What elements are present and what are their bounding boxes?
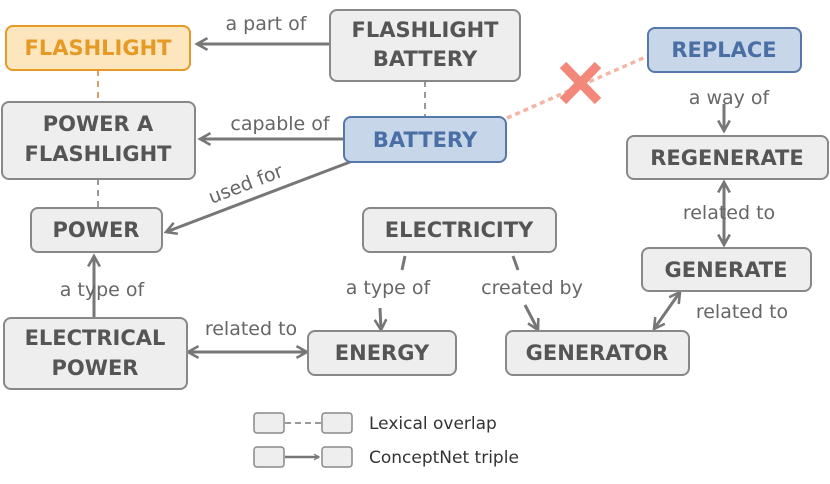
node-electrical-power: ELECTRICAL POWER — [3, 317, 188, 390]
legend-conceptnet-triple: ConceptNet triple — [253, 446, 519, 468]
edge-label-a-part-of: a part of — [225, 13, 307, 35]
node-label: BATTERY — [373, 128, 478, 152]
edge-created-by-top — [511, 255, 520, 271]
edge-created-by — [523, 304, 538, 330]
rejected-overlap-battery-replace — [506, 53, 651, 120]
legend: Lexical overlap ConceptNet triple — [253, 412, 519, 468]
node-label: GENERATE — [665, 258, 788, 282]
node-label: POWER — [53, 218, 140, 242]
node-label: FLASHLIGHT — [351, 18, 499, 42]
node-label: GENERATOR — [526, 341, 669, 365]
node-power-a-flashlight: POWER A FLASHLIGHT — [1, 101, 196, 180]
node-label: REGENERATE — [650, 146, 803, 170]
edge-label-a-type-of-energy: a type of — [346, 277, 432, 299]
legend-lexical-overlap: Lexical overlap — [253, 412, 497, 434]
edge-used-for — [166, 160, 351, 232]
node-label: ENERGY — [335, 341, 430, 365]
node-battery: BATTERY — [343, 116, 507, 163]
edge-label-created-by: created by — [481, 277, 583, 299]
edge-label-related-to-generator: related to — [696, 301, 788, 323]
node-label: POWER A — [43, 112, 154, 136]
node-electricity: ELECTRICITY — [362, 207, 557, 253]
node-label: FLASHLIGHT — [24, 142, 172, 166]
edge-a-type-of-energy — [380, 307, 381, 330]
edge-related-to-generator — [654, 292, 680, 329]
edge-a-type-of-energy-top — [400, 255, 407, 271]
node-label: ELECTRICITY — [385, 218, 534, 242]
node-label: BATTERY — [373, 47, 478, 71]
node-generate: GENERATE — [641, 247, 812, 292]
node-energy: ENERGY — [307, 330, 457, 376]
node-power: POWER — [30, 207, 163, 253]
node-replace: REPLACE — [647, 27, 802, 73]
node-flashlight: FLASHLIGHT — [5, 25, 191, 71]
legend-label: Lexical overlap — [369, 414, 497, 434]
cross-icon — [559, 61, 602, 105]
node-regenerate: REGENERATE — [626, 135, 829, 180]
edge-label-capable-of: capable of — [230, 113, 330, 135]
node-label: POWER — [52, 356, 139, 380]
node-generator: GENERATOR — [505, 330, 690, 376]
node-label: FLASHLIGHT — [24, 36, 172, 60]
node-label: ELECTRICAL — [25, 326, 166, 350]
edge-label-related-to-regen: related to — [683, 202, 775, 224]
edge-label-a-way-of: a way of — [689, 87, 771, 109]
edge-label-related-to-energy: related to — [205, 318, 297, 340]
node-label: REPLACE — [671, 38, 776, 62]
node-flashlight-battery: FLASHLIGHT BATTERY — [329, 9, 521, 82]
legend-label: ConceptNet triple — [369, 448, 519, 468]
edge-label-a-type-of-power: a type of — [60, 279, 146, 301]
